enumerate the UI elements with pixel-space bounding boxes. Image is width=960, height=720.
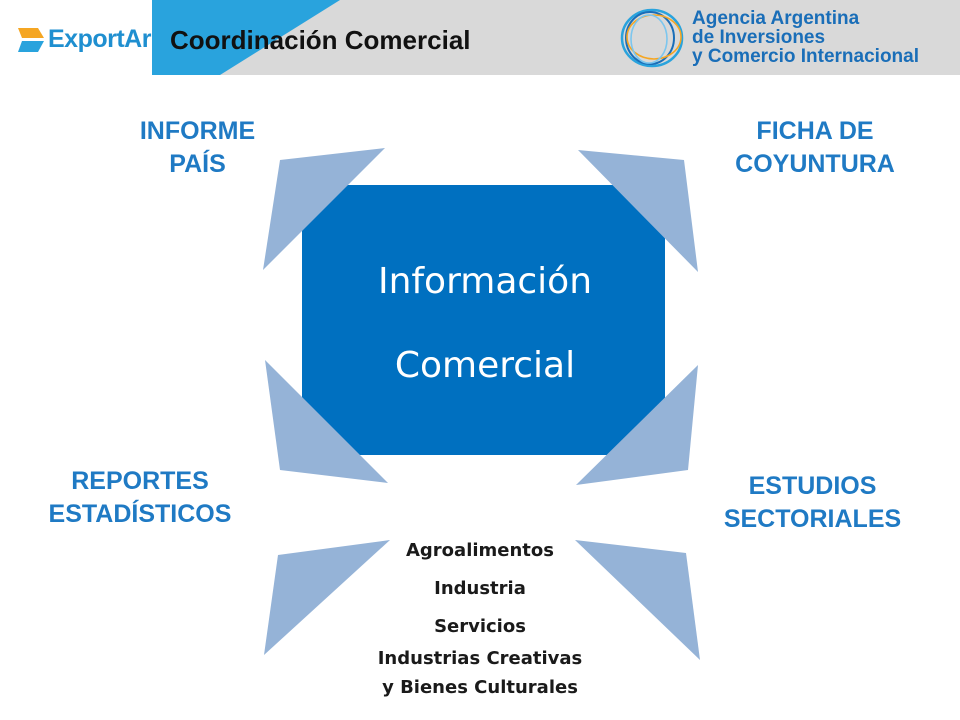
arrow-bottom-right bbox=[575, 540, 700, 660]
sector-list: Agroalimentos Industria Servicios Indust… bbox=[330, 532, 630, 704]
label-reportes-line-2: ESTADÍSTICOS bbox=[48, 500, 232, 528]
arrow-middle-right bbox=[576, 365, 698, 485]
center-line-2: Comercial bbox=[394, 345, 576, 386]
label-ficha-line-1: FICHA DE bbox=[756, 117, 874, 145]
center-line-1: Información bbox=[377, 261, 593, 302]
brand-name: ExportAr bbox=[48, 25, 151, 53]
exportar-logo: ExportAr bbox=[14, 22, 151, 56]
agency-line-1: Agencia Argentina bbox=[692, 8, 860, 29]
agency-logo: Agencia Argentina de Inversiones y Comer… bbox=[616, 6, 956, 70]
header-wedge bbox=[152, 0, 340, 75]
exportar-mark-icon bbox=[18, 28, 44, 52]
agency-line-2: de Inversiones bbox=[692, 27, 826, 48]
arrow-middle-left bbox=[265, 360, 388, 483]
center-title: Información Comercial bbox=[302, 240, 668, 408]
sector-item: Servicios bbox=[434, 616, 526, 637]
label-informe-pais: INFORME PAÍS bbox=[110, 115, 285, 181]
label-ficha-line-2: COYUNTURA bbox=[735, 150, 895, 178]
sector-item: y Bienes Culturales bbox=[382, 677, 578, 698]
page-title: Coordinación Comercial bbox=[170, 25, 471, 55]
sector-item: Agroalimentos bbox=[405, 540, 554, 561]
label-estudios-line-1: ESTUDIOS bbox=[748, 472, 877, 500]
arrow-bottom-left bbox=[264, 540, 390, 655]
label-informe-pais-line-2: PAÍS bbox=[169, 150, 226, 178]
label-ficha-coyuntura: FICHA DE COYUNTURA bbox=[695, 115, 935, 181]
agency-line-3: y Comercio Internacional bbox=[692, 46, 920, 67]
label-estudios-line-2: SECTORIALES bbox=[723, 505, 902, 533]
header-bar: ExportAr Coordinación Comercial Agencia … bbox=[0, 0, 960, 75]
label-estudios-sectoriales: ESTUDIOS SECTORIALES bbox=[690, 470, 935, 536]
sector-item: Industrias Creativas bbox=[377, 648, 583, 669]
label-informe-pais-line-1: INFORME bbox=[139, 117, 256, 145]
agency-name: Agencia Argentina de Inversiones y Comer… bbox=[692, 9, 919, 66]
agency-rings-icon bbox=[620, 8, 684, 68]
center-box bbox=[302, 185, 665, 455]
label-reportes-estadisticos: REPORTES ESTADÍSTICOS bbox=[15, 465, 265, 531]
arrow-top-right bbox=[578, 150, 698, 272]
sector-item: Industria bbox=[434, 578, 526, 599]
label-reportes-line-1: REPORTES bbox=[71, 467, 209, 495]
arrow-top-left bbox=[263, 148, 385, 270]
